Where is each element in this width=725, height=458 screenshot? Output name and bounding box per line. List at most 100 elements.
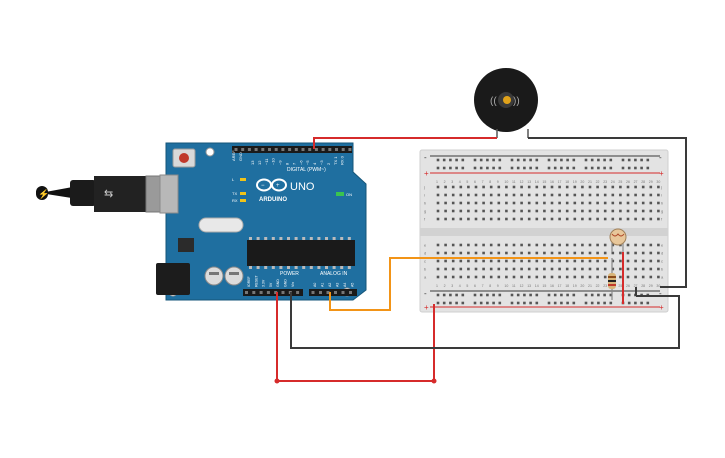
rail-hole[interactable] [535, 158, 539, 162]
terminal-hole[interactable] [489, 193, 493, 197]
rail-hole[interactable] [560, 293, 563, 297]
terminal-hole[interactable] [649, 209, 653, 213]
terminal-hole[interactable] [436, 259, 440, 263]
terminal-hole[interactable] [535, 267, 539, 271]
terminal-hole[interactable] [520, 243, 523, 247]
terminal-hole[interactable] [657, 193, 660, 197]
terminal-hole[interactable] [619, 251, 622, 255]
terminal-hole[interactable] [543, 251, 546, 255]
terminal-hole[interactable] [558, 209, 561, 213]
terminal-hole[interactable] [573, 251, 577, 255]
terminal-hole[interactable] [649, 217, 653, 221]
rail-hole[interactable] [560, 158, 563, 162]
terminal-hole[interactable] [436, 193, 440, 197]
terminal-hole[interactable] [535, 275, 539, 279]
terminal-hole[interactable] [550, 267, 554, 271]
terminal-hole[interactable] [527, 251, 531, 255]
terminal-hole[interactable] [649, 185, 653, 189]
rail-hole[interactable] [461, 158, 465, 162]
rail-hole[interactable] [590, 301, 594, 305]
digital-header[interactable] [232, 146, 352, 153]
rail-hole[interactable] [646, 301, 650, 305]
rail-hole[interactable] [436, 158, 440, 162]
rail-hole[interactable] [553, 293, 557, 297]
terminal-hole[interactable] [489, 275, 493, 279]
terminal-hole[interactable] [565, 267, 569, 271]
terminal-hole[interactable] [596, 251, 599, 255]
rail-hole[interactable] [621, 166, 625, 170]
terminal-hole[interactable] [588, 243, 592, 247]
rail-hole[interactable] [535, 293, 539, 297]
terminal-hole[interactable] [657, 185, 660, 189]
rail-hole[interactable] [597, 158, 600, 162]
terminal-hole[interactable] [512, 217, 516, 221]
terminal-hole[interactable] [444, 217, 447, 221]
rail-hole[interactable] [498, 158, 502, 162]
terminal-hole[interactable] [467, 201, 470, 205]
terminal-hole[interactable] [467, 275, 470, 279]
terminal-hole[interactable] [588, 209, 592, 213]
rail-hole[interactable] [523, 158, 526, 162]
rail-hole[interactable] [597, 301, 600, 305]
terminal-hole[interactable] [657, 267, 660, 271]
terminal-hole[interactable] [436, 185, 440, 189]
rail-hole[interactable] [492, 166, 495, 170]
rail-hole[interactable] [516, 301, 520, 305]
terminal-hole[interactable] [474, 193, 478, 197]
rail-hole[interactable] [442, 293, 446, 297]
rail-hole[interactable] [510, 301, 514, 305]
terminal-hole[interactable] [482, 185, 485, 189]
terminal-hole[interactable] [581, 217, 584, 221]
rail-hole[interactable] [597, 166, 600, 170]
terminal-hole[interactable] [451, 243, 455, 247]
rail-hole[interactable] [442, 166, 446, 170]
rail-hole[interactable] [498, 166, 502, 170]
terminal-hole[interactable] [550, 209, 554, 213]
terminal-hole[interactable] [497, 217, 501, 221]
resistor[interactable] [608, 258, 616, 300]
terminal-hole[interactable] [474, 185, 478, 189]
rail-hole[interactable] [449, 301, 452, 305]
rail-hole[interactable] [529, 301, 532, 305]
photoresistor[interactable] [609, 228, 627, 252]
rail-hole[interactable] [455, 301, 458, 305]
terminal-hole[interactable] [520, 201, 523, 205]
terminal-hole[interactable] [596, 185, 599, 189]
terminal-hole[interactable] [520, 209, 523, 213]
terminal-hole[interactable] [474, 251, 478, 255]
terminal-hole[interactable] [603, 275, 607, 279]
terminal-hole[interactable] [657, 251, 660, 255]
rail-hole[interactable] [479, 293, 483, 297]
rail-hole[interactable] [584, 301, 588, 305]
rail-hole[interactable] [486, 158, 489, 162]
header-pin[interactable] [241, 148, 245, 151]
rail-hole[interactable] [523, 301, 526, 305]
header-pin[interactable] [349, 291, 352, 294]
terminal-hole[interactable] [611, 251, 615, 255]
terminal-hole[interactable] [641, 275, 645, 279]
rail-hole[interactable] [572, 166, 576, 170]
terminal-hole[interactable] [603, 267, 607, 271]
header-pin[interactable] [281, 148, 285, 151]
rail-hole[interactable] [634, 301, 637, 305]
rail-hole[interactable] [634, 158, 637, 162]
rail-hole[interactable] [572, 301, 576, 305]
wire-digital-to-buzzer[interactable] [313, 137, 497, 149]
terminal-hole[interactable] [482, 217, 485, 221]
terminal-hole[interactable] [489, 201, 493, 205]
terminal-hole[interactable] [573, 259, 577, 263]
terminal-hole[interactable] [565, 185, 569, 189]
rail-hole[interactable] [609, 158, 613, 162]
terminal-hole[interactable] [474, 243, 478, 247]
terminal-hole[interactable] [459, 243, 463, 247]
piezo-buzzer[interactable]: (( )) [474, 68, 538, 138]
terminal-hole[interactable] [596, 217, 599, 221]
rail-hole[interactable] [646, 166, 650, 170]
rail-hole[interactable] [572, 293, 576, 297]
terminal-hole[interactable] [581, 251, 584, 255]
terminal-hole[interactable] [657, 275, 660, 279]
terminal-hole[interactable] [474, 267, 478, 271]
header-pin[interactable] [247, 148, 251, 151]
terminal-hole[interactable] [451, 259, 455, 263]
terminal-hole[interactable] [603, 259, 607, 263]
